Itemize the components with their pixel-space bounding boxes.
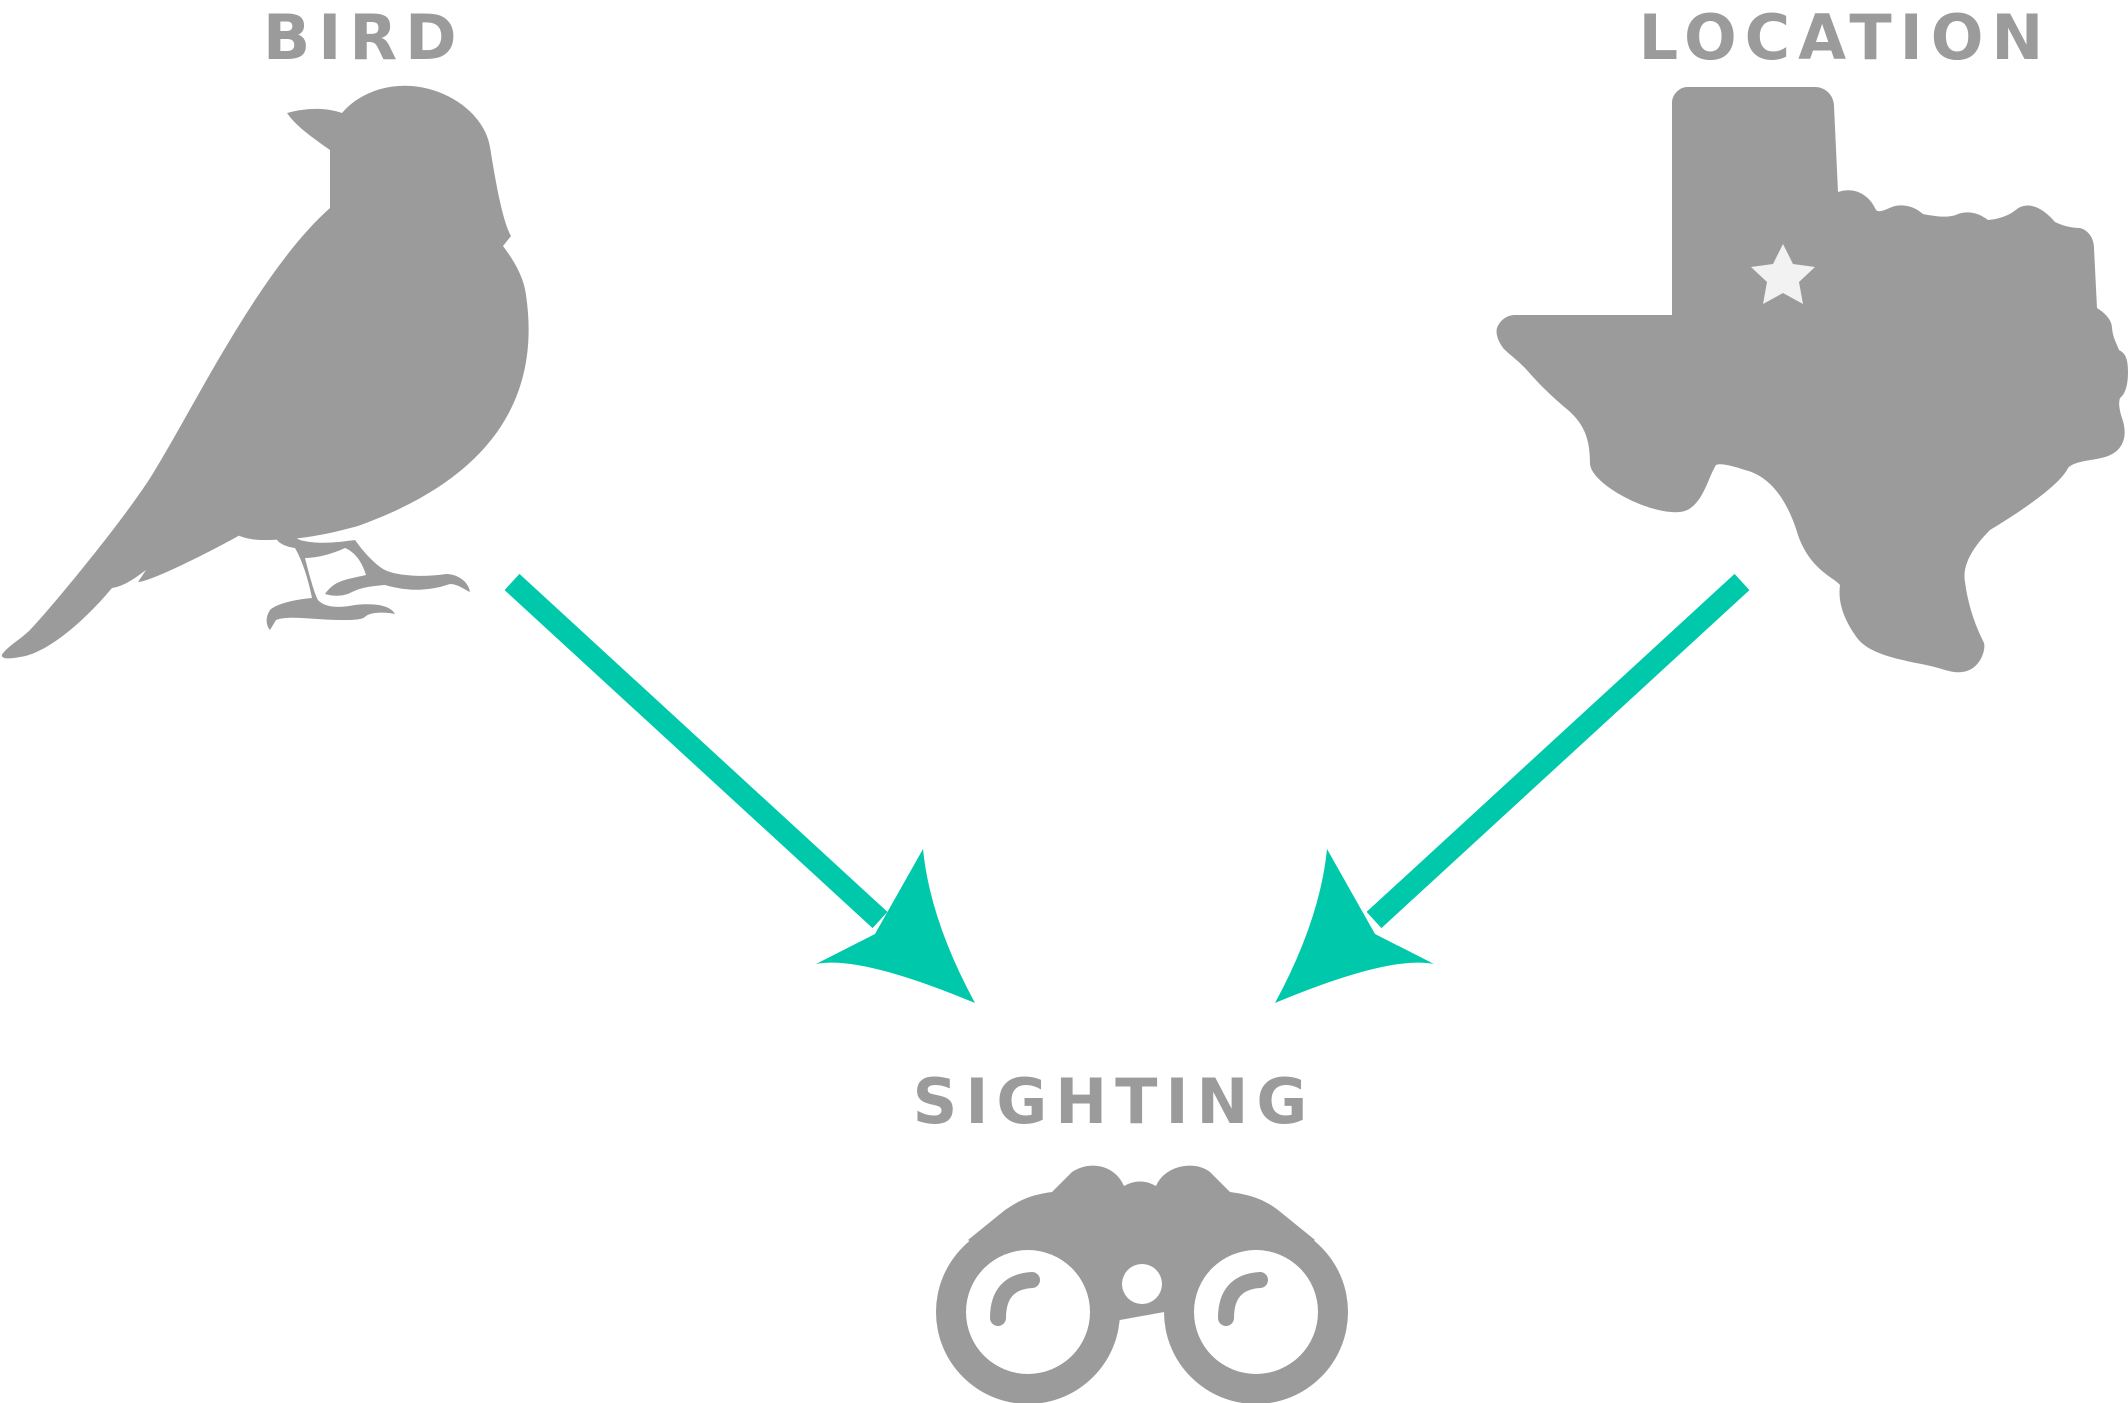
bird-silhouette-icon <box>1 85 529 659</box>
capital-star-icon <box>1751 244 1815 304</box>
bird-node: BIRD <box>1 1 529 659</box>
texas-map-icon <box>1496 87 2128 673</box>
sighting-node: SIGHTING <box>913 1065 1348 1403</box>
binoculars-icon <box>936 1165 1348 1403</box>
sighting-label: SIGHTING <box>913 1065 1316 1138</box>
bird-label: BIRD <box>263 1 465 74</box>
location-label: LOCATION <box>1639 1 2052 74</box>
arrow-shaft <box>504 573 888 929</box>
arrowhead-icon <box>1275 849 1434 1003</box>
arrowhead-icon <box>816 849 975 1003</box>
location-node: LOCATION <box>1496 1 2128 673</box>
arrow-shaft <box>1366 573 1750 929</box>
arrow-bird-to-sighting <box>504 573 975 1003</box>
arrow-location-to-sighting <box>1275 573 1750 1003</box>
